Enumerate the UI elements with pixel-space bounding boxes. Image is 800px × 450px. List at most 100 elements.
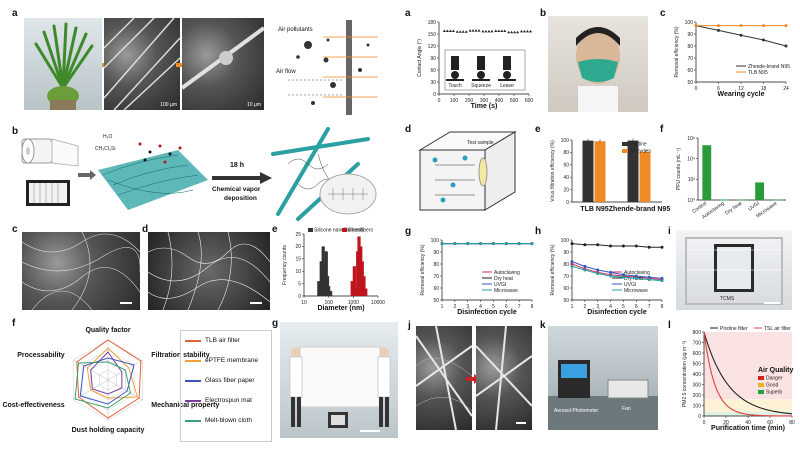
contact-angle-chart: Time (s)Contact Angle (°)030609012015018… xyxy=(417,20,533,110)
y-tick-label: 20 xyxy=(563,187,569,193)
x-tick-label: 1000 xyxy=(348,300,359,306)
data-point xyxy=(621,275,625,279)
y-tick-label: 20 xyxy=(295,244,301,250)
y-tick-label: 90 xyxy=(687,32,693,38)
bar xyxy=(772,199,782,201)
x-tick-label: 24 xyxy=(783,86,789,92)
x-tick-label: 400 xyxy=(495,98,504,104)
data-point xyxy=(660,245,664,249)
y-tick-label: 50 xyxy=(563,298,569,304)
legend-label: TLB air filter xyxy=(205,337,241,344)
x-tick-label: 0 xyxy=(703,420,706,426)
y-tick-label: 700 xyxy=(693,340,702,346)
x-tick-label: 8 xyxy=(531,304,534,310)
needle xyxy=(451,56,459,70)
data-marker xyxy=(458,30,462,33)
precursor-dots: H₂O CH₃Cl₃Si xyxy=(95,134,182,164)
precursor-label: CH₃Cl₃Si xyxy=(95,146,115,152)
y-axis-label: Removal efficiency (%) xyxy=(674,26,680,77)
data-marker xyxy=(451,29,455,32)
bar xyxy=(702,145,712,200)
filter-roll-illustration xyxy=(21,136,79,167)
danger-zone xyxy=(704,332,792,400)
data-point xyxy=(583,268,587,272)
inset-label: Leave xyxy=(500,83,514,89)
x-tick-label: 6 xyxy=(505,304,508,310)
panel-label-right-l: l xyxy=(668,320,671,331)
series-line xyxy=(571,243,662,248)
y-tick-label: 0 xyxy=(298,294,301,300)
data-point xyxy=(647,275,651,279)
data-marker xyxy=(507,30,511,34)
data-marker xyxy=(510,30,514,34)
hvac-filter-illustration xyxy=(26,176,76,208)
air-quality-swatch xyxy=(758,376,764,380)
histogram-bar xyxy=(364,288,368,296)
y-tick-label: 100 xyxy=(431,238,440,244)
legend-swatch xyxy=(308,228,313,232)
y-tick-label: 10⁰ xyxy=(687,198,695,204)
x-axis-label: Disinfection cycle xyxy=(457,309,517,316)
legend-label: Autoclaving xyxy=(494,270,520,276)
histogram-bar xyxy=(357,236,361,296)
data-marker xyxy=(468,29,472,32)
x-tick-label: 12 xyxy=(738,86,744,92)
y-tick-label: 90 xyxy=(433,250,439,256)
y-tick-label: 60 xyxy=(563,163,569,169)
x-axis-label: Diameter (nm) xyxy=(317,305,364,312)
data-point xyxy=(491,242,495,246)
bar xyxy=(582,140,594,202)
panel-label-right-i: i xyxy=(668,226,671,237)
radar-legend-item: ePTFE membrane xyxy=(185,357,258,364)
panel-label-left-a: a xyxy=(12,8,18,19)
y-tick-label: 5 xyxy=(298,281,301,287)
scale-label-10um: 10 µm xyxy=(247,102,261,108)
legend-label: UVGI xyxy=(624,282,636,288)
radar-axis-label: Mechanical property xyxy=(151,402,219,409)
legend-label: Electrospun mat xyxy=(205,397,252,404)
x-tick-label: 40 xyxy=(745,420,751,426)
droplet xyxy=(503,71,511,79)
y-tick-label: 100 xyxy=(561,238,570,244)
panel-label-left-c: c xyxy=(12,224,18,235)
y-axis-label: Removal efficiency (%) xyxy=(420,244,426,295)
data-marker xyxy=(497,29,501,32)
x-tick-label: 4 xyxy=(609,304,612,310)
histogram-bar xyxy=(352,266,356,296)
surface xyxy=(472,79,490,81)
sem-image-nanofilaments-d xyxy=(148,232,270,310)
radar-axis-label: Processability xyxy=(17,352,65,359)
y-tick-label: 60 xyxy=(687,68,693,74)
radar-axis-label: Quality factor xyxy=(85,327,130,334)
y-tick-label: 70 xyxy=(687,56,693,62)
h2o-label: H₂O xyxy=(103,134,113,140)
panel-label-right-j: j xyxy=(408,320,411,331)
data-point xyxy=(739,33,743,37)
legend-swatch xyxy=(185,379,201,382)
data-marker xyxy=(500,29,504,32)
legend-label: Microwave xyxy=(494,288,518,294)
air-quality-label: Danger xyxy=(766,376,783,382)
data-marker xyxy=(484,29,488,33)
data-point xyxy=(739,24,743,28)
histogram-bar xyxy=(317,281,321,296)
y-tick-label: 500 xyxy=(693,361,702,367)
data-marker xyxy=(471,29,475,32)
x-tick-label: 7 xyxy=(518,304,521,310)
y-tick-label: 10 xyxy=(295,269,301,275)
sem-image-fibers-2: 10 µm xyxy=(182,18,264,110)
legend-label: Pristine filter xyxy=(720,326,748,332)
filter-box-photo: TCMS xyxy=(676,230,792,310)
category-label: TLB N95 xyxy=(580,206,609,213)
legend-label: Glass fiber paper xyxy=(205,377,255,384)
photometer-setup-photo: Aerosol Photometer Fan xyxy=(548,326,658,430)
panel-label-right-h: h xyxy=(535,226,542,237)
data-marker xyxy=(523,29,526,33)
data-point xyxy=(504,242,508,246)
mask-wearer-photo xyxy=(548,16,648,112)
x-tick-label: 3 xyxy=(596,304,599,310)
legend-label: 24 cycles xyxy=(630,149,651,155)
air-quality-label: Superb xyxy=(766,390,782,396)
x-tick-label: 60 xyxy=(767,420,773,426)
legend-label: Silicone nanofilaments xyxy=(314,228,365,234)
